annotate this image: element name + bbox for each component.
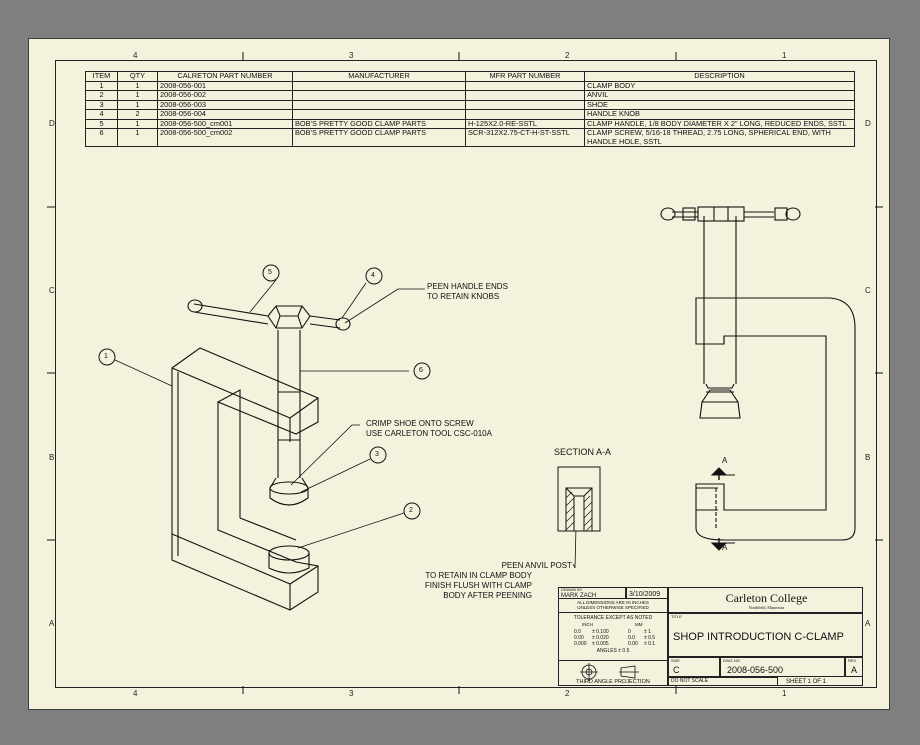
tolerance-cell: [558, 612, 668, 660]
bill-of-materials-table: ITEM QTY CALRETON PART NUMBER MANUFACTUR…: [85, 71, 855, 148]
side-view-clamp: [660, 206, 856, 551]
section-marker-bottom: A: [722, 543, 728, 552]
zone-right-C: C: [865, 286, 871, 295]
callout-bubble-5: [262, 264, 280, 282]
zone-right-D: D: [865, 119, 871, 128]
tol-mm-1-val: ± 0.5: [644, 635, 656, 641]
tol-inch-2: 0.000: [574, 641, 587, 647]
drawn-by-label: DRAWN BY: [561, 587, 583, 592]
callout-bubbles: [98, 264, 431, 520]
zone-top-4: 4: [133, 51, 138, 60]
tol-mm-0: 0: [628, 629, 631, 635]
callout-2: 2: [409, 507, 413, 514]
note-crimp-shoe-line1: CRIMP SHOE ONTO SCREW: [366, 419, 474, 428]
size-label: SIZE: [671, 658, 680, 663]
callout-bubble-4: [365, 267, 383, 285]
callout-6: 6: [419, 367, 423, 374]
tol-mm-1: 0.0: [628, 635, 635, 641]
zone-bottom-3: 3: [349, 689, 354, 698]
do-not-scale-cell: DO NOT SCALE: [668, 677, 778, 686]
callout-bubble-3: [369, 446, 387, 464]
rev-cell: REV A: [845, 657, 863, 677]
zone-right-B: B: [865, 453, 871, 462]
angles-note: ANGLES ± 0.5: [596, 648, 630, 654]
zone-bottom-1: 1: [782, 689, 787, 698]
bom-cell-mfr-part-number: SCR-312X2.75-CT-H-ST-SSTL: [465, 128, 585, 148]
third-angle-projection-icon: [580, 663, 639, 681]
date-cell: 3/10/2009: [626, 587, 668, 599]
dim-note-1: ALL DIMENSIONS ARE IN INCHES: [577, 600, 649, 605]
tol-mm-2: 0.00: [628, 641, 638, 647]
note-peen-anvil-line3: FINISH FLUSH WITH CLAMP: [424, 581, 532, 590]
callout-4: 4: [371, 272, 375, 279]
drawing-title: SHOP INTRODUCTION C-CLAMP: [673, 631, 844, 643]
note-peen-anvil-line2: TO RETAIN IN CLAMP BODY: [425, 571, 532, 580]
tolerance-mm-label: MM: [635, 622, 643, 627]
bom-row: 6 1 2008-056-500_cm002 BOB'S PRETTY GOOD…: [85, 128, 855, 148]
callout-5: 5: [268, 269, 272, 276]
projection-cell: THIRD ANGLE PROJECTION: [558, 660, 668, 686]
zone-top-1: 1: [782, 51, 787, 60]
rev-label: REV: [848, 658, 857, 663]
zone-top-3: 3: [349, 51, 354, 60]
title-label: TITLE: [671, 614, 682, 619]
zone-left-D: D: [49, 119, 55, 128]
callout-3: 3: [375, 451, 379, 458]
note-peen-anvil-line4: BODY AFTER PEENING: [443, 591, 532, 600]
date-value: 3/10/2009: [629, 591, 661, 598]
tol-inch-1: 0.00: [574, 635, 584, 641]
tolerance-title: TOLERANCE EXCEPT AS NOTED: [573, 615, 653, 621]
projection-label: THIRD ANGLE PROJECTION: [576, 679, 650, 685]
zone-ticks: [47, 52, 883, 694]
zone-top-2: 2: [565, 51, 570, 60]
company-name: Carleton College: [725, 591, 808, 605]
zone-left-C: C: [49, 286, 55, 295]
company-cell: Carleton College Northfield, Minnesota: [668, 587, 863, 613]
section-a-a-view: [557, 466, 601, 532]
callout-bubble-1: [98, 348, 116, 366]
section-a-a-label: SECTION A-A: [554, 447, 612, 457]
zone-left-B: B: [49, 453, 55, 462]
title-cell: TITLE SHOP INTRODUCTION C-CLAMP: [668, 613, 863, 657]
callout-bubble-6: [413, 362, 431, 380]
dwg-no-cell: DWG NO 2008-056-500: [720, 657, 845, 677]
zone-right-A: A: [865, 619, 871, 628]
isometric-clamp-view: [171, 299, 351, 611]
bom-row: 4 2 2008-056-004 HANDLE KNOB: [85, 109, 855, 120]
section-marker-top: A: [722, 456, 728, 465]
rev-value: A: [851, 665, 858, 675]
callout-leaders: [114, 279, 577, 569]
note-peen-handle-line2: TO RETAIN KNOBS: [427, 292, 500, 301]
note-peen-handle-line1: PEEN HANDLE ENDS: [427, 282, 508, 291]
note-crimp-shoe-line2: USE CARLETON TOOL CSC-010A: [366, 429, 492, 438]
tolerance-inch-label: INCH: [582, 622, 593, 627]
zone-bottom-2: 2: [565, 689, 570, 698]
dim-note-2: UNLESS OTHERWISE SPECIFIED: [577, 605, 649, 610]
company-location: Northfield, Minnesota: [748, 605, 785, 610]
title-block: DRAWN BY MARK ZACH 3/10/2009 ALL DIMENSI…: [558, 587, 863, 686]
tol-inch-1-val: ± 0.020: [592, 635, 609, 641]
dwg-no-label: DWG NO: [723, 658, 740, 663]
tol-mm-2-val: ± 0.1: [644, 641, 656, 647]
dwg-no-value: 2008-056-500: [727, 665, 784, 675]
zone-bottom-4: 4: [133, 689, 138, 698]
sheet-number: SHEET 1 OF 1: [786, 679, 826, 685]
size-value: C: [673, 665, 680, 675]
note-peen-anvil-line1: PEEN ANVIL POST: [501, 561, 572, 570]
tol-mm-0-val: ± 1: [644, 629, 651, 635]
do-not-scale-label: DO NOT SCALE: [671, 678, 709, 684]
callout-1: 1: [104, 353, 108, 360]
tol-inch-0-val: ± 0.100: [592, 629, 609, 635]
size-cell: SIZE C: [668, 657, 720, 677]
callout-bubble-2: [403, 502, 421, 520]
tol-inch-2-val: ± 0.005: [592, 641, 609, 647]
zone-left-A: A: [49, 619, 55, 628]
drawn-by-cell: DRAWN BY MARK ZACH: [558, 587, 626, 599]
drawing-border: [55, 60, 877, 688]
bom-cell-description: CLAMP SCREW, 5/16-18 THREAD, 2.75 LONG, …: [584, 128, 855, 148]
tol-inch-0: 0.0: [574, 629, 581, 635]
drawn-by-value: MARK ZACH: [561, 593, 597, 599]
